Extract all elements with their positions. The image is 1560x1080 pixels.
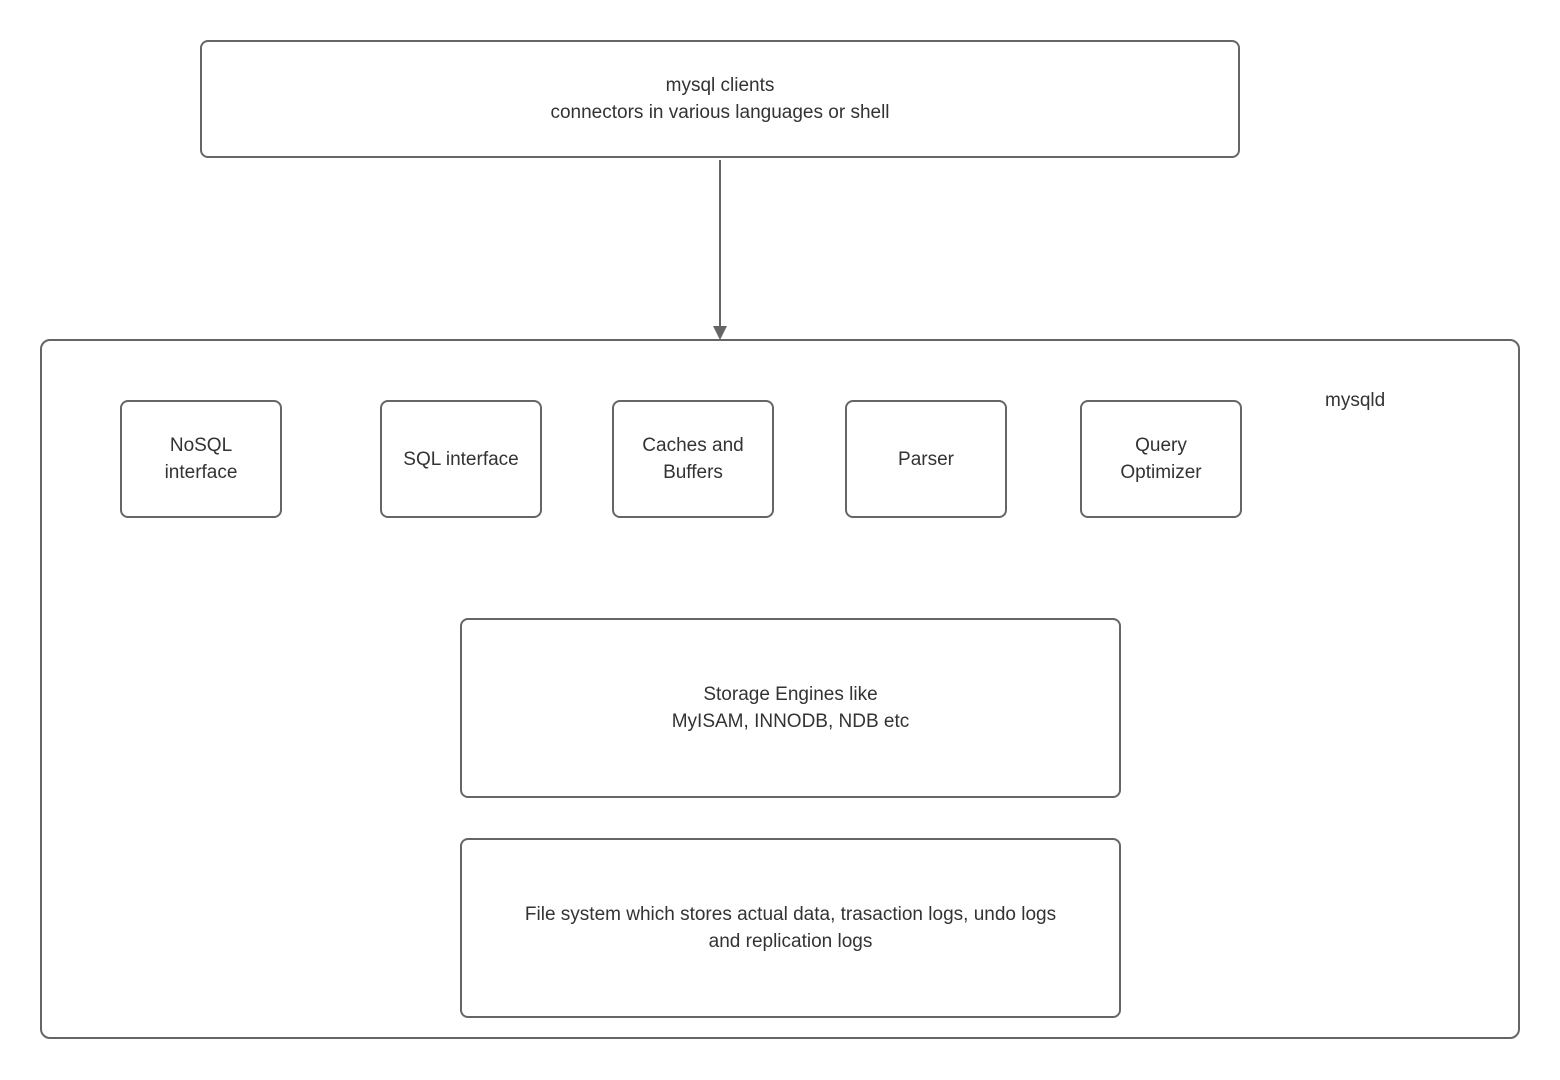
file-system-box: File system which stores actual data, tr…: [460, 838, 1121, 1018]
file-system-line1: File system which stores actual data, tr…: [524, 904, 1057, 925]
mysql-clients-line2: connectors in various languages or shell: [550, 102, 890, 123]
query-optimizer-line1: Query: [1135, 435, 1187, 456]
nosql-interface-box: NoSQL interface: [120, 400, 282, 518]
parser-line1: Parser: [898, 448, 954, 470]
query-optimizer-line2: Optimizer: [1120, 462, 1202, 483]
file-system-line2: and replication logs: [708, 931, 873, 952]
mysql-clients-box: mysql clients connectors in various lang…: [200, 40, 1240, 158]
sql-interface-box: SQL interface: [380, 400, 542, 518]
mysqld-container-box: mysqld NoSQL interface SQL interface Cac…: [40, 339, 1520, 1039]
parser-box: Parser: [845, 400, 1007, 518]
caches-and-buffers-line2: Buffers: [663, 462, 723, 483]
mysqld-label: mysqld: [1325, 390, 1386, 411]
caches-and-buffers-line1: Caches and: [642, 435, 744, 456]
caches-and-buffers-box: Caches and Buffers: [612, 400, 774, 518]
down-arrow-line: [719, 160, 721, 327]
down-arrow-head-icon: [713, 326, 727, 340]
query-optimizer-box: Query Optimizer: [1080, 400, 1242, 518]
mysql-clients-line1: mysql clients: [665, 75, 775, 96]
nosql-interface-line2: interface: [164, 462, 238, 483]
storage-engines-box: Storage Engines like MyISAM, INNODB, NDB…: [460, 618, 1121, 798]
nosql-interface-line1: NoSQL: [169, 435, 233, 456]
storage-engines-line1: Storage Engines like: [703, 684, 878, 705]
sql-interface-line1: SQL interface: [403, 448, 519, 470]
storage-engines-line2: MyISAM, INNODB, NDB etc: [671, 711, 910, 732]
